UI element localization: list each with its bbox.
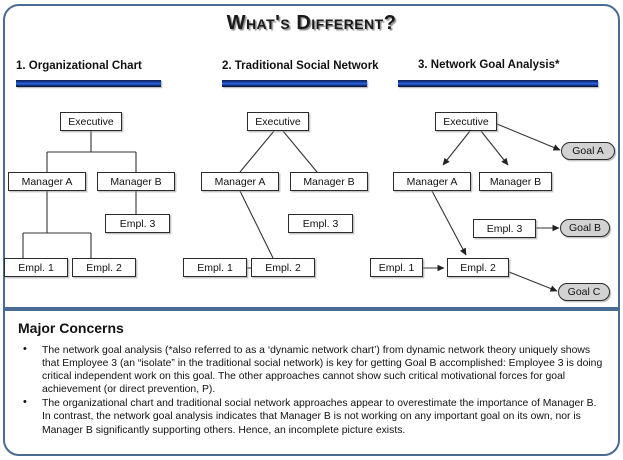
column-header-traditional-social-network: 2. Traditional Social Network [222,60,379,72]
concerns-heading: Major Concerns [18,320,124,336]
node-manager-b-col2[interactable]: Manager B [290,172,368,191]
column-rule-1 [16,80,161,87]
column-rule-3 [398,80,598,87]
node-manager-b-col1[interactable]: Manager B [97,172,175,191]
column-header-network-goal-analysis: 3. Network Goal Analysis* [418,59,560,71]
node-empl-1-col3[interactable]: Empl. 1 [370,258,423,277]
column-header-organizational-chart: 1. Organizational Chart [16,60,142,72]
node-goal-c[interactable]: Goal C [558,283,610,301]
concerns-panel [3,309,620,456]
column-rule-2 [222,80,367,87]
node-executive-col1[interactable]: Executive [60,112,122,131]
node-empl-1-col1[interactable]: Empl. 1 [4,258,68,277]
list-item-text: The organizational chart and traditional… [42,398,597,436]
node-empl-1-col2[interactable]: Empl. 1 [183,258,247,277]
concerns-bullet-list: • The network goal analysis (*also refer… [14,343,608,438]
node-manager-b-col3[interactable]: Manager B [479,172,552,191]
list-item: • The organizational chart and tradition… [14,396,608,436]
node-empl-2-col2[interactable]: Empl. 2 [251,258,315,277]
node-empl-2-col3[interactable]: Empl. 2 [447,258,509,277]
list-item: • The network goal analysis (*also refer… [14,343,608,396]
bullet-icon: • [23,396,27,409]
node-empl-3-col1[interactable]: Empl. 3 [105,214,170,233]
node-empl-3-col2[interactable]: Empl. 3 [288,214,353,233]
node-goal-a[interactable]: Goal A [561,142,615,160]
node-empl-2-col1[interactable]: Empl. 2 [72,258,136,277]
node-goal-b[interactable]: Goal B [560,219,610,237]
node-manager-a-col2[interactable]: Manager A [201,172,279,191]
node-empl-3-col3[interactable]: Empl. 3 [473,219,536,238]
node-manager-a-col1[interactable]: Manager A [8,172,86,191]
node-executive-col2[interactable]: Executive [247,112,309,131]
bullet-icon: • [23,343,27,355]
page-title: What's Different? [226,12,397,34]
node-executive-col3[interactable]: Executive [435,112,497,131]
node-manager-a-col3[interactable]: Manager A [393,172,471,191]
list-item-text: The network goal analysis (*also referre… [42,345,603,396]
